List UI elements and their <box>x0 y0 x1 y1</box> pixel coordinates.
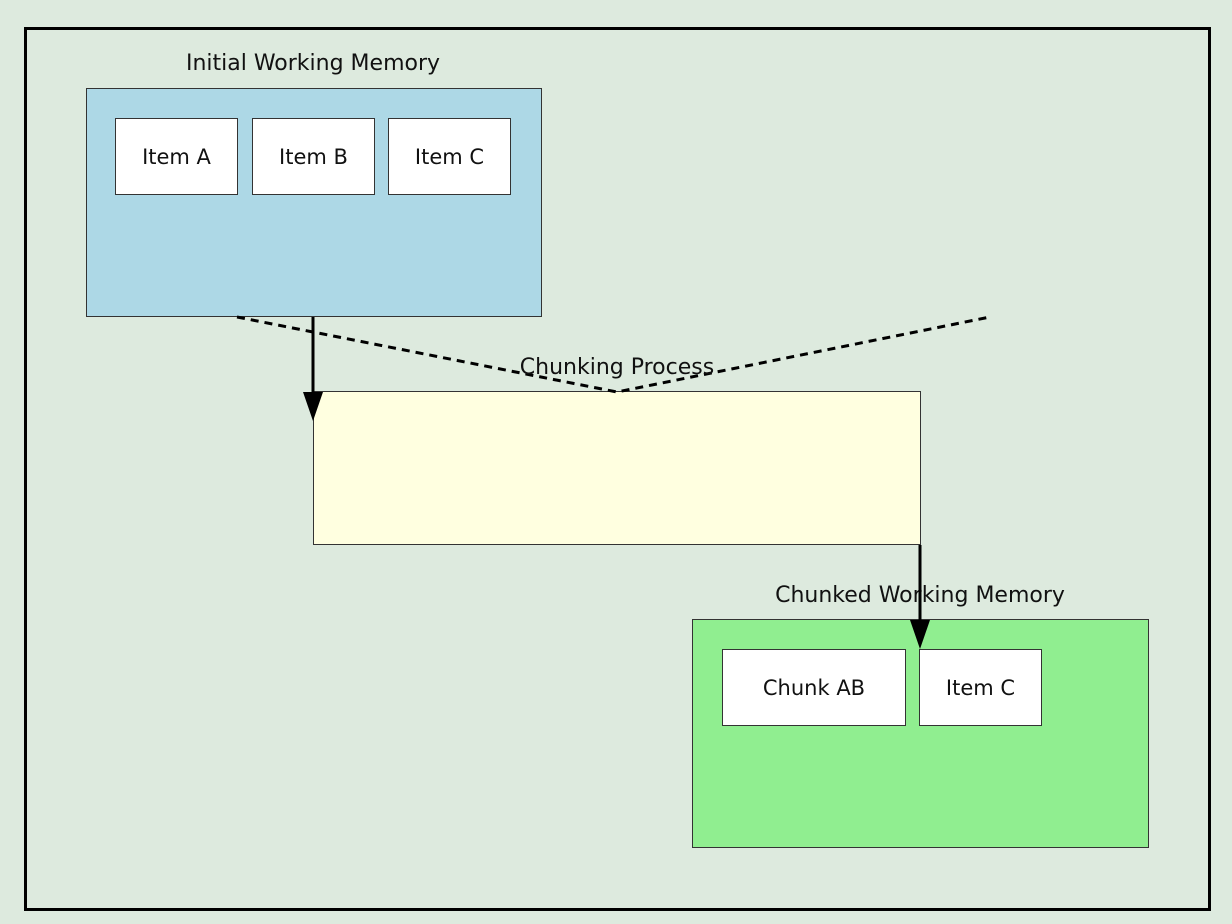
initial-item-a: Item A <box>115 118 238 195</box>
chunking-process-title: Chunking Process <box>519 355 715 380</box>
initial-item-c: Item C <box>388 118 511 195</box>
chunking-process-panel <box>313 391 921 545</box>
chunked-memory-title: Chunked Working Memory <box>775 583 1065 608</box>
diagram-frame <box>24 27 1211 911</box>
chunked-item-ab: Chunk AB <box>722 649 906 726</box>
initial-item-b: Item B <box>252 118 375 195</box>
chunked-item-c: Item C <box>919 649 1042 726</box>
initial-memory-title: Initial Working Memory <box>185 51 441 76</box>
